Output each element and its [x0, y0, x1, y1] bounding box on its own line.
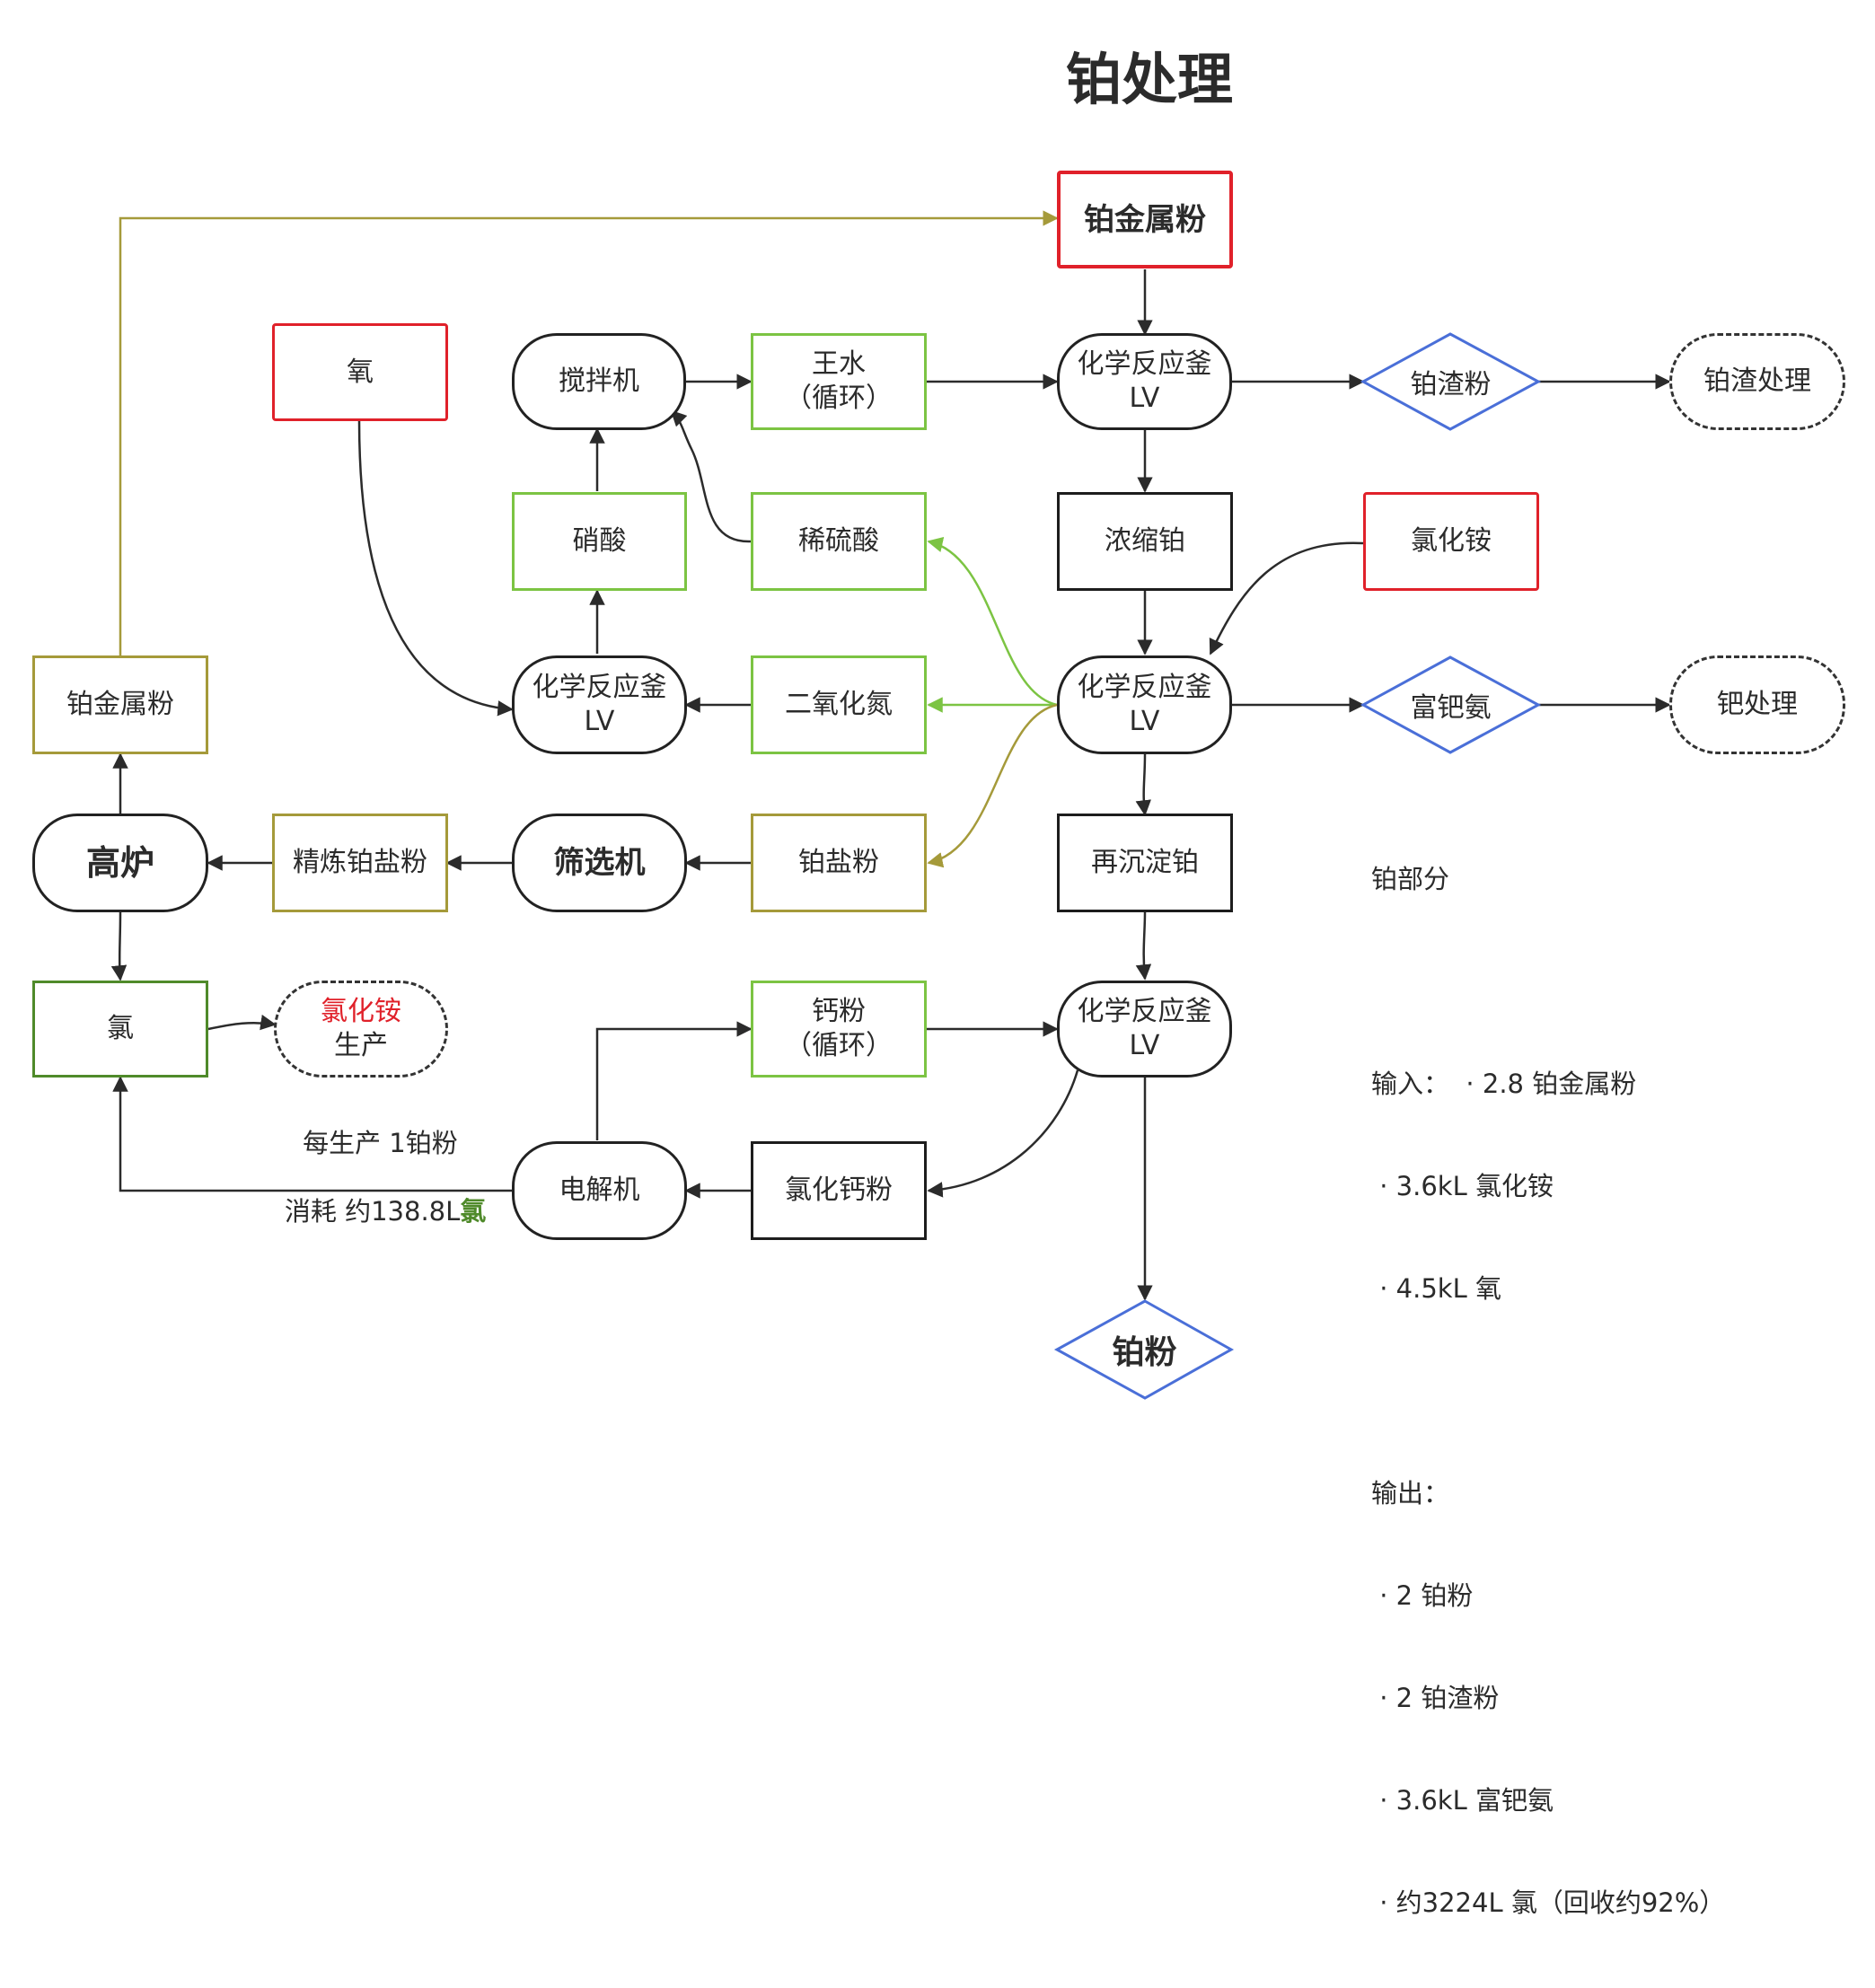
node-label: 铂渣处理 [1703, 365, 1811, 397]
node-label: 王水 [812, 348, 866, 380]
node-oxygen: 氧 [272, 323, 448, 421]
node-dilute-sulfuric-acid: 稀硫酸 [751, 492, 927, 591]
node-label: 化学反应釜 [1077, 996, 1212, 1027]
summary-heading: 铂部分 [1371, 864, 1450, 894]
consumption-line1: 每生产 1铂粉 [303, 1128, 458, 1158]
summary-output-2: · 2 铂渣粉 [1371, 1683, 1500, 1713]
arrow-chlorine-to-nh4clprod [207, 1014, 277, 1031]
node-sublabel: LV [1129, 383, 1160, 414]
node-sublabel: LV [584, 706, 615, 737]
node-mixer: 搅拌机 [512, 333, 686, 430]
node-pt-residue-processing: 铂渣处理 [1669, 333, 1845, 430]
summary-input-1: · 3.6kL 氯化铵 [1371, 1171, 1554, 1201]
node-reactor-left: 化学反应釜 LV [512, 655, 687, 754]
arrow-reactor2-to-sulfuric [927, 536, 1058, 707]
node-label: 富钯氨 [1410, 692, 1492, 724]
node-label: 浓缩铂 [1105, 525, 1185, 557]
node-label: 氯化铵 [1411, 525, 1492, 557]
node-calcium-powder: 钙粉 （循环） [751, 981, 927, 1078]
consumption-note: 每生产 1铂粉 消耗 约138.8L氯 [251, 1092, 486, 1262]
arrow-sulfuric-to-mixer [670, 409, 752, 543]
node-label: 再沉淀铂 [1091, 847, 1199, 878]
node-refined-pt-salt: 精炼铂盐粉 [272, 814, 448, 912]
node-reactor-1: 化学反应釜 LV [1057, 333, 1232, 430]
summary-block: 铂部分 输入： · 2.8 铂金属粉 · 3.6kL 氯化铵 · 4.5kL 氧… [1371, 794, 1725, 1988]
node-pt-metal-powder-top: 铂金属粉 [1057, 171, 1233, 268]
node-reprecipitated-pt: 再沉淀铂 [1057, 814, 1233, 912]
node-electrolyzer: 电解机 [512, 1141, 687, 1240]
summary-input-label: 输入： · 2.8 铂金属粉 [1371, 1069, 1637, 1099]
node-label: 电解机 [559, 1174, 640, 1206]
diamond-pd-rich [1360, 655, 1542, 754]
arrow-electrolyzer-to-ca [595, 1021, 753, 1140]
consumption-line2-prefix: 消耗 约138.8L [284, 1196, 461, 1227]
node-pt-residue: 铂渣粉 [1363, 334, 1538, 429]
node-label: 化学反应釜 [532, 672, 667, 703]
node-sublabel: LV [1129, 706, 1160, 737]
diamond-pt-residue [1360, 332, 1542, 431]
node-label: 钯处理 [1717, 689, 1798, 720]
node-blast-furnace: 高炉 [32, 814, 208, 912]
arrow-reactor2-to-reprecip [1135, 753, 1151, 816]
arrow-electrolyzer-to-chlorine [112, 1076, 512, 1192]
arrow-nh4cl-to-reactor2 [1209, 541, 1364, 655]
node-label: 铂金属粉 [1084, 201, 1206, 238]
node-pd-processing: 钯处理 [1669, 655, 1845, 754]
node-calcium-chloride: 氯化钙粉 [751, 1141, 927, 1240]
node-label: 二氧化氮 [785, 689, 893, 720]
arrow-furnace-to-chlorine [110, 911, 128, 981]
node-label: 硝酸 [572, 525, 627, 557]
node-sublabel: LV [1129, 1030, 1160, 1061]
node-reactor-2: 化学反应釜 LV [1057, 655, 1232, 754]
node-chlorine: 氯 [32, 981, 208, 1078]
node-label: 铂渣粉 [1410, 369, 1492, 400]
node-sublabel: （循环） [785, 383, 893, 414]
node-pt-salt: 铂盐粉 [751, 814, 927, 912]
consumption-line2-highlight: 氯 [460, 1196, 487, 1227]
node-label: 氯 [107, 1013, 134, 1044]
node-label: 氧 [347, 356, 374, 388]
arrow-recycle-pt-metal [119, 210, 1059, 655]
flowchart-canvas: 铂处理 铂金属粉 氧 搅拌机 王水 （循环） 化学反应釜 LV 铂渣粉 铂渣处理… [32, 47, 1845, 1918]
node-aqua-regia: 王水 （循环） [751, 333, 927, 430]
node-label: 精炼铂盐粉 [293, 847, 427, 878]
node-ammonium-chloride: 氯化铵 [1363, 492, 1539, 591]
summary-input-2: · 4.5kL 氧 [1371, 1273, 1501, 1304]
node-pt-powder: 铂粉 [1057, 1301, 1232, 1398]
node-label: 高炉 [85, 843, 154, 883]
node-label: 筛选机 [553, 845, 646, 881]
summary-output-4: · 约3224L 氯（回收约92%） [1371, 1887, 1726, 1918]
node-sublabel: （循环） [785, 1030, 893, 1061]
summary-output-1: · 2 铂粉 [1371, 1580, 1474, 1611]
node-label: 铂粉 [1112, 1334, 1177, 1371]
node-pt-metal-powder-left: 铂金属粉 [32, 655, 208, 754]
node-label: 氯化铵 [321, 996, 401, 1027]
node-sublabel: 生产 [334, 1030, 388, 1061]
node-reactor-3: 化学反应釜 LV [1057, 981, 1232, 1078]
arrow-reprecip-to-reactor3 [1135, 911, 1152, 981]
node-sifter: 筛选机 [512, 814, 687, 912]
summary-output-3: · 3.6kL 富钯氨 [1371, 1785, 1554, 1816]
diamond-pt-powder [1053, 1299, 1235, 1400]
node-label: 化学反应釜 [1077, 348, 1212, 380]
node-label: 铂金属粉 [66, 689, 174, 720]
diagram-title: 铂处理 [1065, 47, 1233, 112]
node-pd-rich-ammonia: 富钯氨 [1363, 657, 1538, 752]
summary-output-label: 输出： [1371, 1478, 1450, 1509]
node-nitrogen-dioxide: 二氧化氮 [751, 655, 927, 754]
connector-layer [110, 210, 1671, 1400]
node-label: 搅拌机 [559, 365, 639, 397]
arrow-reactor2-to-ptsalt [927, 703, 1058, 868]
node-label: 氯化钙粉 [785, 1174, 893, 1206]
node-concentrated-pt: 浓缩铂 [1057, 492, 1233, 591]
node-label: 稀硫酸 [798, 525, 879, 557]
arrow-reactor3-to-cacl2 [927, 1069, 1079, 1198]
node-ammonium-chloride-production: 氯化铵 生产 [274, 981, 448, 1078]
node-label: 铂盐粉 [798, 847, 879, 878]
arrow-oxygen-to-reactorleft [357, 419, 514, 717]
node-label: 化学反应釜 [1077, 672, 1212, 703]
node-nitric-acid: 硝酸 [512, 492, 687, 591]
node-label: 钙粉 [812, 996, 866, 1027]
